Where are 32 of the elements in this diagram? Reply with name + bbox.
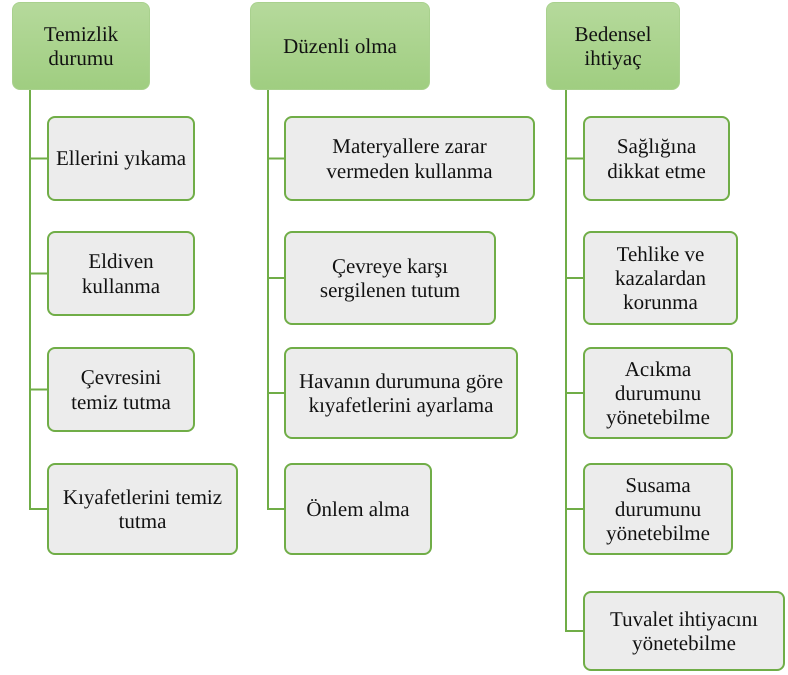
category-box — [546, 2, 680, 90]
box-text: Düzenli olma — [283, 34, 397, 58]
item-box — [583, 463, 733, 555]
category-box — [12, 2, 150, 90]
box-text: Çevresini temiz tutma — [70, 365, 172, 414]
box-text: Havanın durumuna göre kıyafetlerini ayarlama — [298, 368, 504, 418]
item-box — [47, 463, 238, 555]
item-box — [583, 591, 785, 671]
box-text: Tehlike ve kazalardan korunma — [614, 242, 707, 314]
box-text: Tuvalet ihtiyacını yönetebilme — [609, 606, 759, 656]
box-text: Çevreye karşı sergilenen tutum — [318, 254, 462, 302]
box-text: Acıkma durumunu yönetebilme — [605, 356, 711, 430]
item-box — [284, 463, 432, 555]
item-box — [284, 231, 496, 325]
box-text: Önlem alma — [306, 496, 410, 522]
box-text: Eldiven kullanma — [80, 249, 162, 298]
box-text: Bedensel ihtiyaç — [574, 22, 652, 70]
item-box — [284, 116, 535, 201]
box-text: Temizlik durumu — [42, 22, 120, 70]
item-box — [284, 347, 518, 439]
item-box — [583, 116, 730, 201]
item-box — [583, 347, 733, 439]
box-text: Materyallere zarar vermeden kullanma — [325, 134, 494, 183]
item-box — [583, 231, 738, 325]
category-box — [250, 2, 430, 90]
item-box — [47, 116, 195, 201]
box-text: Susama durumunu yönetebilme — [605, 472, 711, 546]
box-text: Ellerini yıkama — [56, 146, 186, 171]
box-text: Kıyafetlerini temiz tutma — [62, 484, 224, 534]
box-text: Sağlığına dikkat etme — [606, 134, 707, 183]
item-box — [47, 231, 195, 316]
item-box — [47, 347, 195, 432]
